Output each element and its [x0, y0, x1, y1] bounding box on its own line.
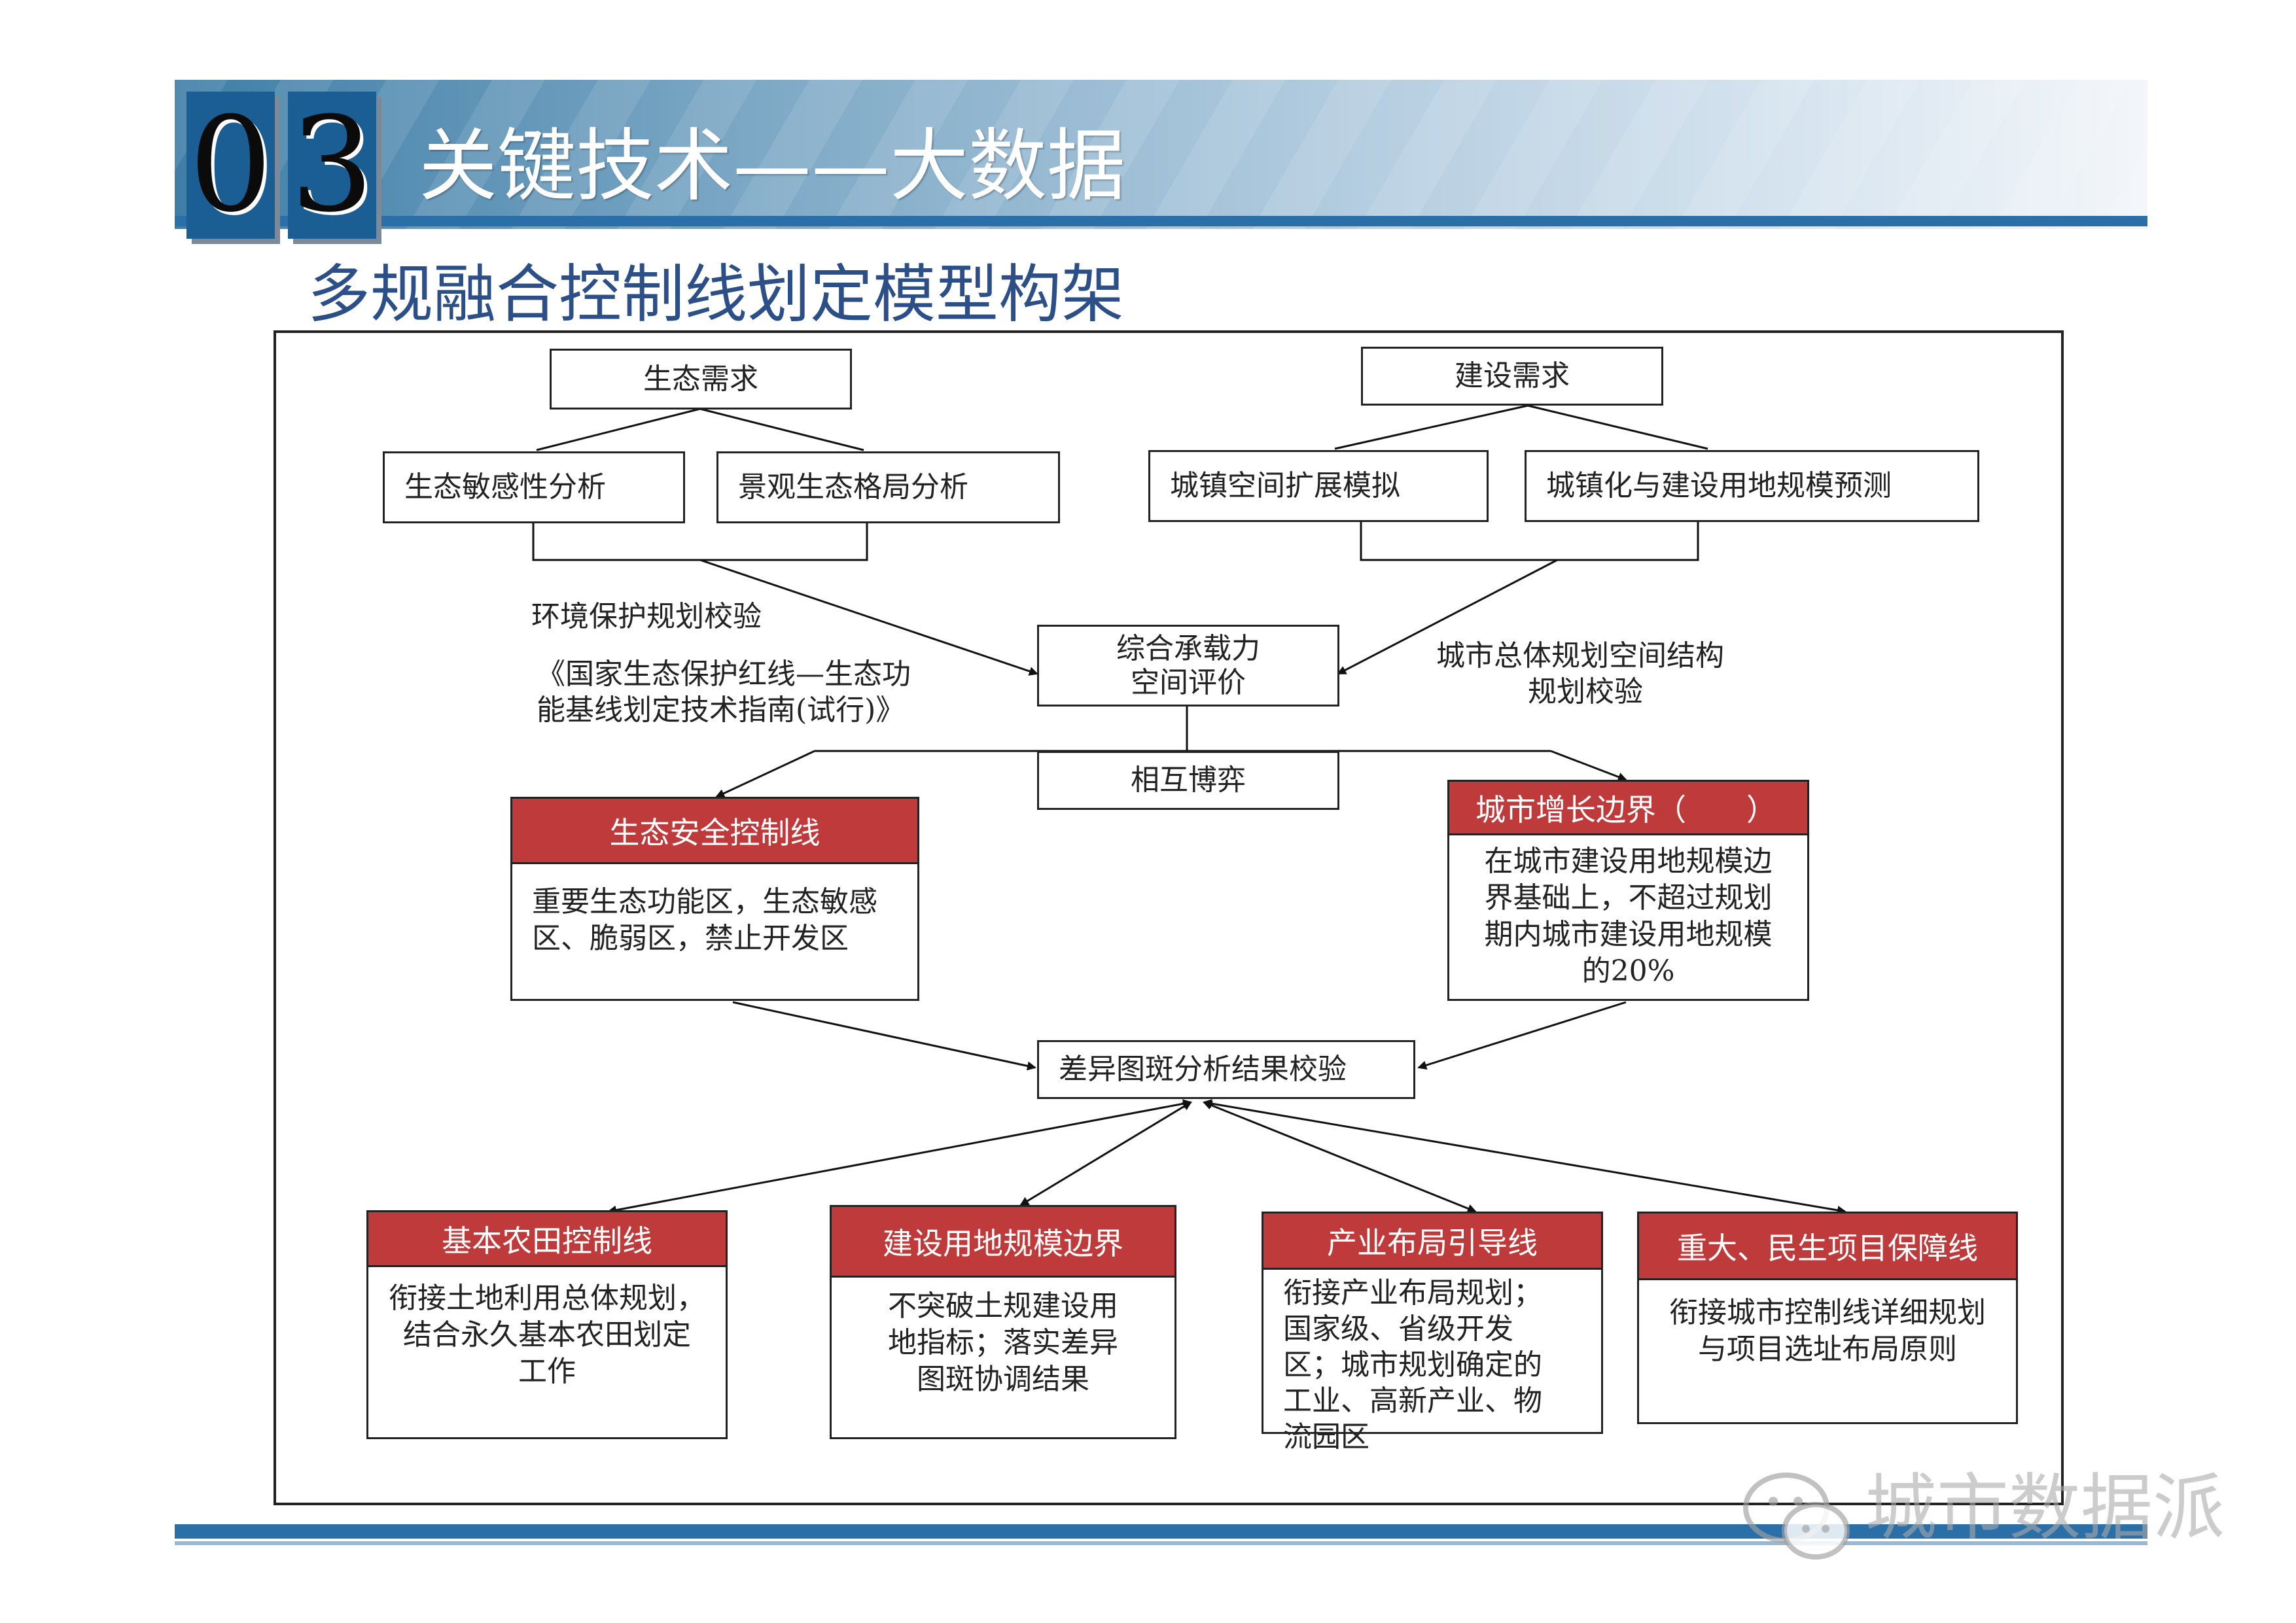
label-city-plan-check-line2: 规划校验 [1528, 675, 1643, 708]
arrow-diff-farmland [607, 1099, 1192, 1215]
construction-body-line3: 图斑协调结果 [917, 1363, 1089, 1396]
card-construction-land: 建设用地规模边界 不突破土规建设用 地指标；落实差异 图斑协调结果 [830, 1205, 1176, 1439]
box-carrying-capacity: 综合承载力 空间评价 [1037, 625, 1339, 707]
carrying-capacity-line2: 空间评价 [1131, 665, 1246, 699]
footer-bar [175, 1524, 2147, 1539]
wechat-logo-icon [1743, 1473, 1850, 1560]
footer-thin-line [175, 1541, 2147, 1545]
card-farmland-title: 基本农田控制线 [368, 1212, 726, 1267]
farmland-body-line3: 工作 [518, 1355, 576, 1388]
bracket-eco [532, 522, 868, 561]
card-major-projects-title: 重大、民生项目保障线 [1639, 1213, 2016, 1280]
box-difference-check: 差异图斑分析结果校验 [1037, 1040, 1415, 1099]
connector-eco-left [536, 408, 701, 451]
connector-build-right [1527, 404, 1708, 450]
card-construction-title: 建设用地规模边界 [832, 1207, 1174, 1278]
industry-body-line2: 国家级、省级开发 [1283, 1312, 1513, 1346]
construction-body-line2: 地指标；落实差异 [888, 1326, 1118, 1359]
box-eco-sensitivity: 生态敏感性分析 [383, 451, 685, 523]
box-mutual-game: 相互博弈 [1037, 751, 1339, 810]
card-eco-control-body: 重要生态功能区，生态敏感 区、脆弱区，禁止开发区 [512, 864, 917, 964]
header-banner [175, 80, 2147, 229]
eco-control-body-line2: 区、脆弱区，禁止开发区 [532, 922, 849, 955]
box-eco-demand: 生态需求 [550, 349, 852, 410]
card-industry-body: 衔接产业布局规划； 国家级、省级开发 区；城市规划确定的 工业、高新产业、物 流… [1263, 1270, 1601, 1455]
arrow-to-growth-boundary [1550, 750, 1627, 782]
card-growth-boundary-title: 城市增长边界（ ） [1449, 782, 1807, 835]
label-redline-guide-line2: 能基线划定技术指南(试行)》 [537, 693, 905, 727]
arrow-growth-to-diff [1417, 1001, 1627, 1070]
box-landscape-pattern: 景观生态格局分析 [716, 451, 1060, 523]
farmland-body-line1: 衔接土地利用总体规划， [389, 1282, 705, 1315]
card-eco-control-title: 生态安全控制线 [512, 799, 917, 864]
arrow-eco-to-diff [732, 1001, 1036, 1071]
industry-body-line5: 流园区 [1283, 1420, 1369, 1454]
page-subtitle: 多规融合控制线划定模型构架 [308, 258, 1124, 331]
industry-body-line3: 区；城市规划确定的 [1283, 1348, 1542, 1382]
box-urbanization-forecast: 城镇化与建设用地规模预测 [1525, 450, 1979, 522]
card-farmland-body: 衔接土地利用总体规划， 结合永久基本农田划定 工作 [368, 1267, 726, 1397]
card-construction-body: 不突破土规建设用 地指标；落实差异 图斑协调结果 [832, 1278, 1174, 1405]
farmland-body-line2: 结合永久基本农田划定 [403, 1318, 691, 1352]
carrying-capacity-line1: 综合承载力 [1116, 631, 1260, 665]
arrow-to-eco-control [715, 750, 815, 798]
header-underline [175, 216, 2147, 226]
page-title: 关键技术——大数据 [419, 121, 1125, 212]
major-projects-body-line1: 衔接城市控制线详细规划 [1669, 1296, 1986, 1329]
label-redline-guide-line1: 《国家生态保护红线—生态功 [537, 657, 911, 691]
box-build-demand: 建设需求 [1361, 347, 1663, 406]
connector-eco-right [699, 408, 864, 451]
growth-boundary-body-line4: 的20% [1581, 954, 1675, 988]
card-growth-boundary-body: 在城市建设用地规模边 界基础上，不超过规划 期内城市建设用地规模 的20% [1449, 835, 1807, 996]
arrow-diff-major [1203, 1099, 1846, 1215]
section-number-digit-1: 0 [186, 92, 275, 239]
growth-boundary-body-line3: 期内城市建设用地规模 [1484, 918, 1773, 951]
arrow-diff-industry [1203, 1100, 1477, 1213]
construction-body-line1: 不突破土规建设用 [888, 1289, 1118, 1323]
arrow-diff-construction [1019, 1101, 1192, 1206]
card-major-projects: 重大、民生项目保障线 衔接城市控制线详细规划 与项目选址布局原则 [1637, 1212, 2018, 1424]
card-industry-layout: 产业布局引导线 衔接产业布局规划； 国家级、省级开发 区；城市规划确定的 工业、… [1262, 1212, 1603, 1454]
card-growth-boundary: 城市增长边界（ ） 在城市建设用地规模边 界基础上，不超过规划 期内城市建设用地… [1447, 780, 1809, 1001]
growth-boundary-body-line2: 界基础上，不超过规划 [1484, 881, 1773, 915]
arrow-to-capacity-right [1337, 559, 1558, 675]
diagram-frame [274, 330, 2064, 1505]
industry-body-line4: 工业、高新产业、物 [1283, 1384, 1542, 1418]
card-major-projects-body: 衔接城市控制线详细规划 与项目选址布局原则 [1639, 1280, 2016, 1374]
section-number-digit-2: 3 [288, 92, 376, 239]
eco-control-body-line1: 重要生态功能区，生态敏感 [532, 885, 877, 918]
card-farmland-control: 基本农田控制线 衔接土地利用总体规划， 结合永久基本农田划定 工作 [366, 1210, 728, 1439]
bracket-build [1360, 522, 1699, 561]
label-city-plan-check-line1: 城市总体规划空间结构 [1436, 639, 1724, 672]
major-projects-body-line2: 与项目选址布局原则 [1698, 1333, 1957, 1366]
arrow-to-capacity-left [699, 559, 1038, 676]
card-eco-control-line: 生态安全控制线 重要生态功能区，生态敏感 区、脆弱区，禁止开发区 [510, 797, 919, 1001]
label-env-protection-check: 环境保护规划校验 [531, 600, 762, 633]
card-industry-title: 产业布局引导线 [1263, 1213, 1601, 1270]
watermark-text: 城市数据派 [1865, 1466, 2225, 1550]
box-urban-expansion: 城镇空间扩展模拟 [1148, 450, 1489, 522]
growth-boundary-body-line1: 在城市建设用地规模边 [1484, 845, 1773, 878]
industry-body-line1: 衔接产业布局规划； [1283, 1276, 1542, 1310]
connector-build-left [1334, 404, 1528, 450]
